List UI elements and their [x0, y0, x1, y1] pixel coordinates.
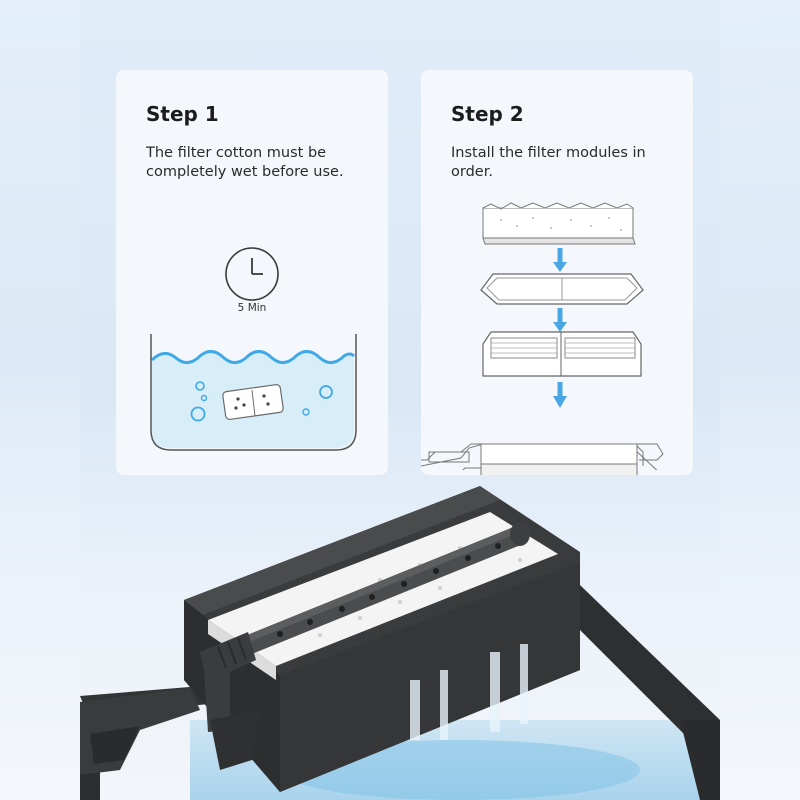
- filter-box-layer: [482, 331, 642, 377]
- arrow-down-icon: [553, 382, 567, 408]
- arrow-down-icon: [553, 308, 567, 332]
- step-2-title: Step 2: [451, 102, 524, 126]
- step-1-card: Step 1 The filter cotton must be complet…: [116, 70, 388, 475]
- filter-tray-layer: [480, 273, 644, 305]
- filter-sponge-icon: [222, 384, 284, 420]
- step-1-description: The filter cotton must be completely wet…: [146, 145, 344, 180]
- step-1-title: Step 1: [146, 102, 219, 126]
- timer-label: 5 Min: [237, 302, 267, 314]
- arrow-down-icon: [553, 248, 567, 272]
- clock-icon: [225, 247, 279, 301]
- filter-housing-base: [421, 443, 664, 475]
- step-2-card: Step 2 Install the filter modules in ord…: [421, 70, 693, 475]
- filter-sponge-layer: [482, 202, 636, 245]
- step-2-description: Install the filter modules in order.: [451, 145, 646, 180]
- filter-product-image: [80, 486, 720, 800]
- water-container-illustration: [150, 334, 357, 451]
